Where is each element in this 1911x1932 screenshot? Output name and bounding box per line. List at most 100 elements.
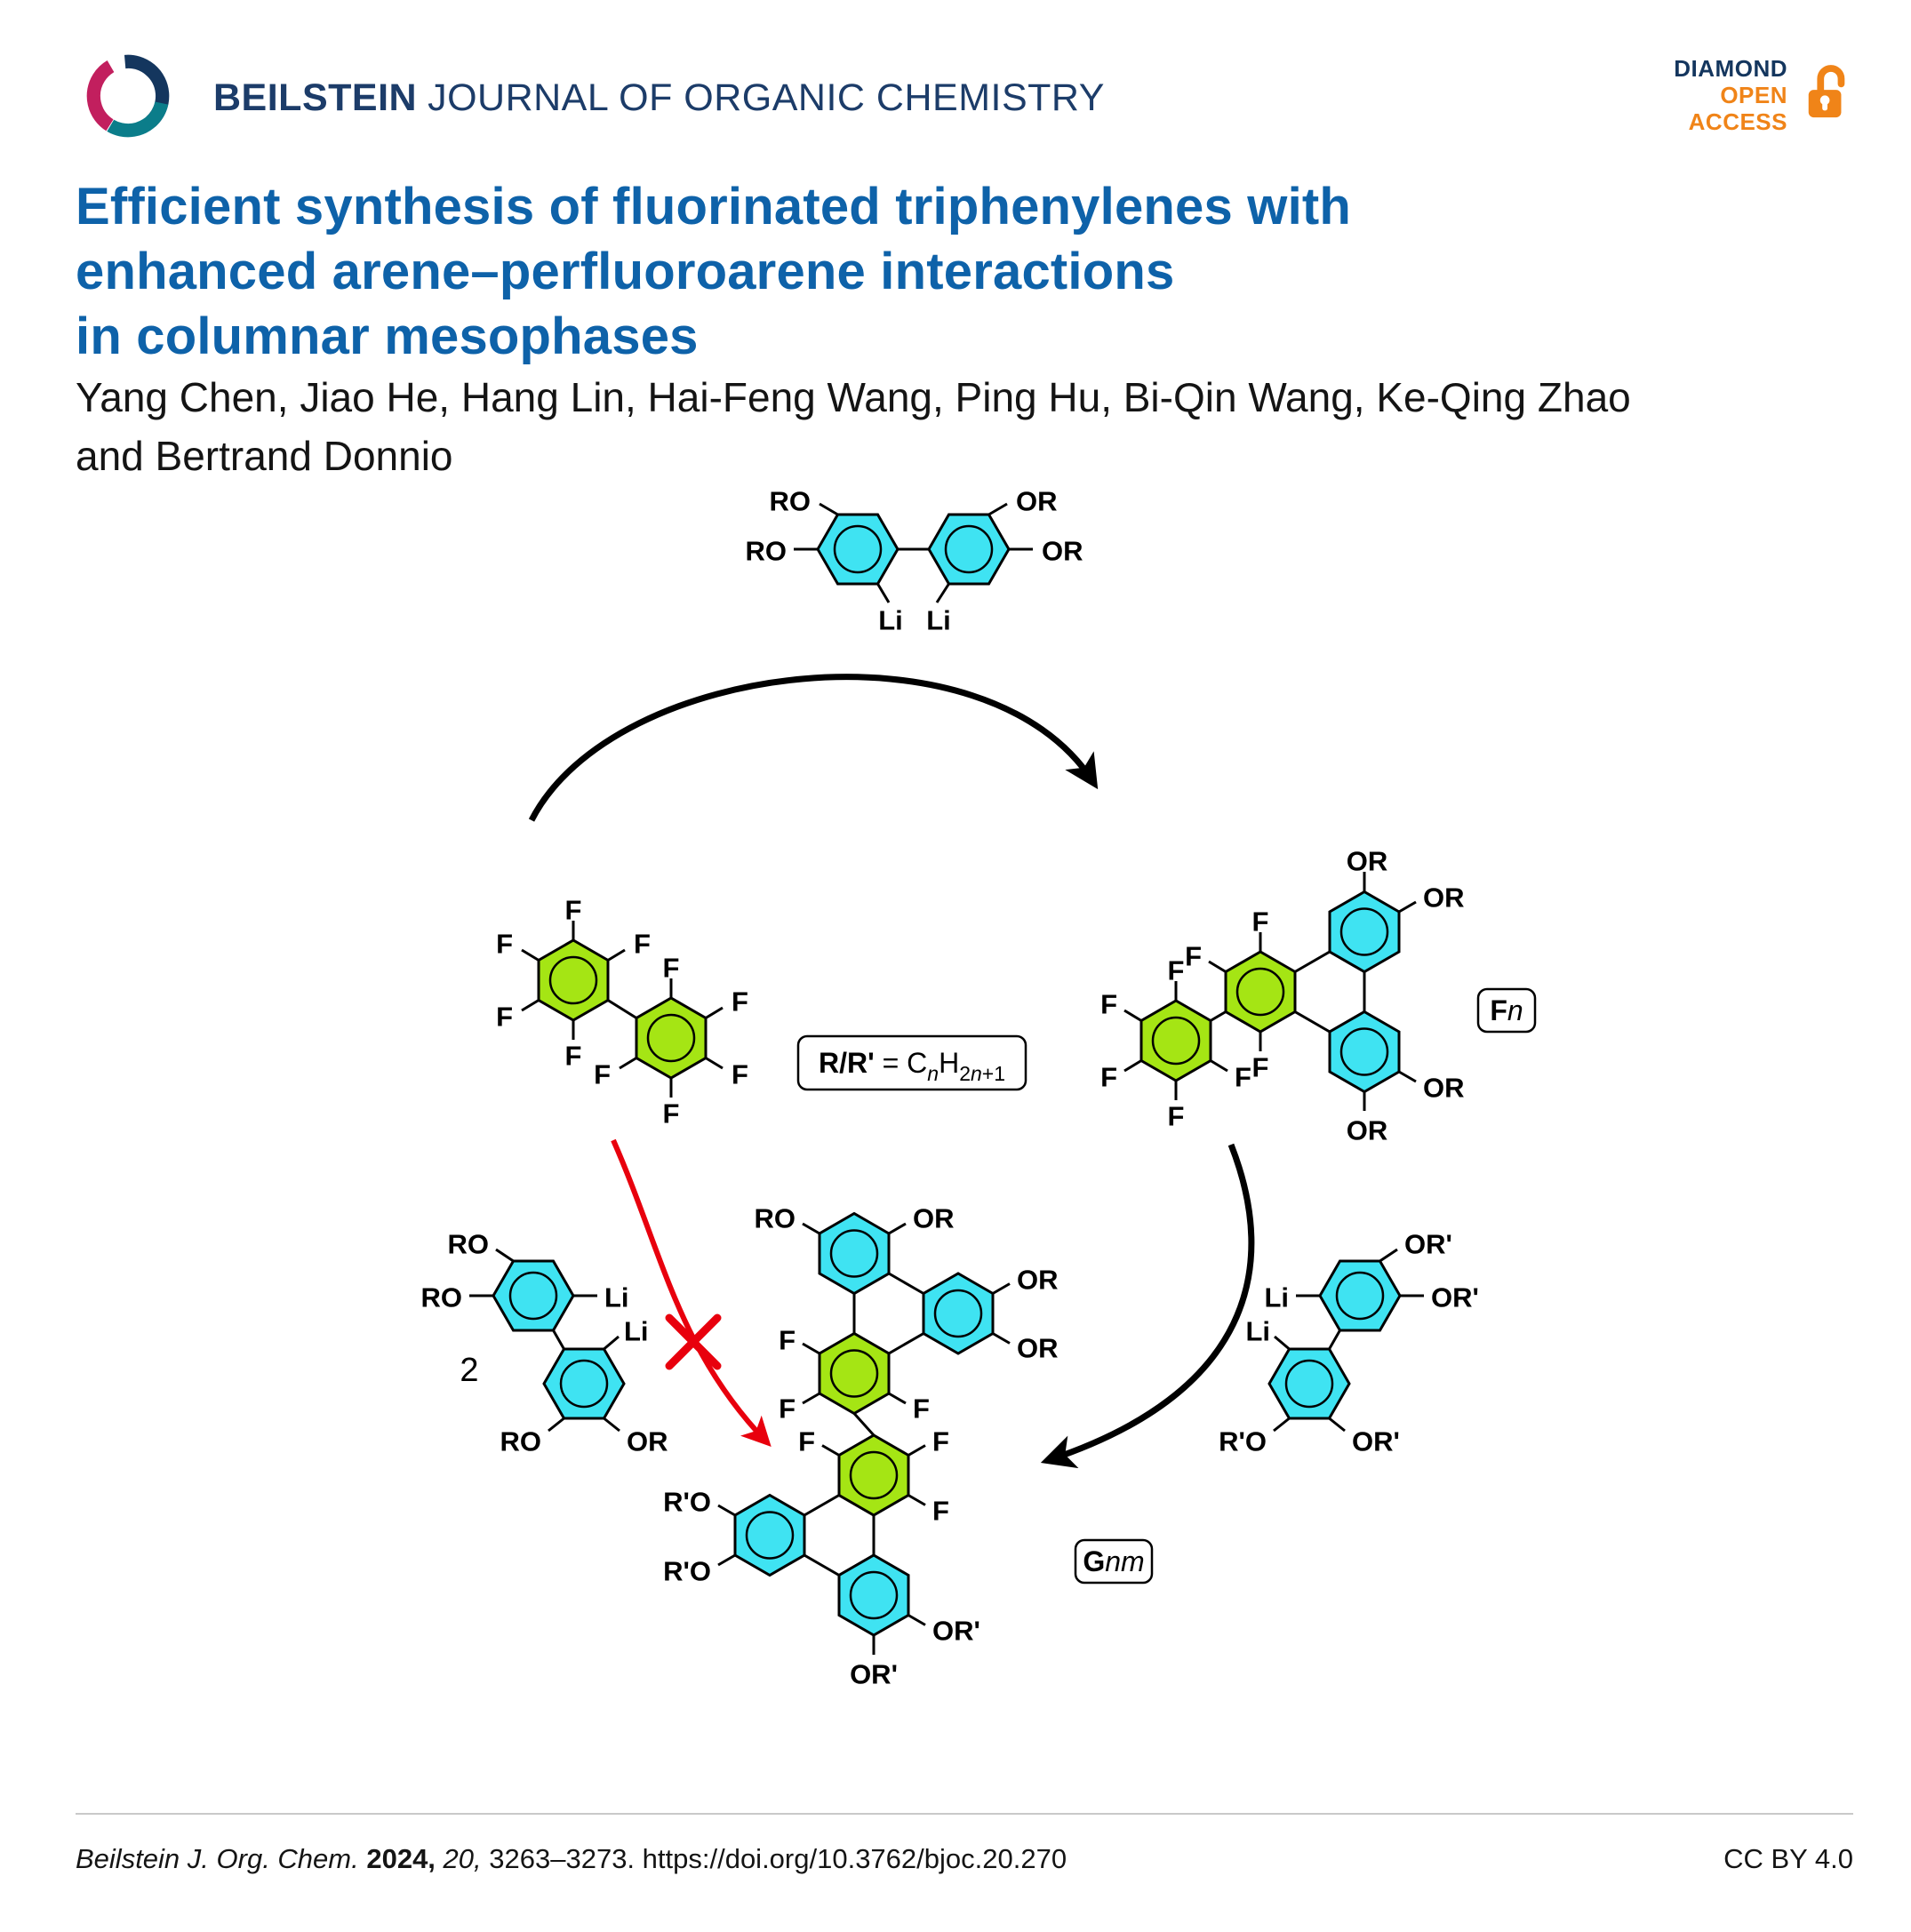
atom-label: F [932, 1496, 949, 1527]
reaction-arrow [528, 674, 1099, 822]
atom-label: F [1100, 989, 1117, 1020]
atom-label: OR' [1352, 1426, 1400, 1457]
atom-label: 2 [460, 1352, 478, 1389]
label-box-text: Gnm [1083, 1545, 1144, 1577]
badge-access-label: ACCESS [1688, 108, 1787, 135]
bond [1274, 1335, 1291, 1351]
bond [1208, 960, 1227, 973]
atom-label: F [663, 1098, 680, 1130]
author-list: Yang Chen, Jiao He, Hang Lin, Hai-Feng W… [76, 368, 1631, 485]
bond [619, 1057, 637, 1070]
citation-pages-doi: 3263–3273. https://doi.org/10.3762/bjoc.… [489, 1843, 1067, 1874]
bond [802, 1392, 820, 1405]
atom-label: F [779, 1325, 796, 1356]
open-access-badge-text: DIAMOND OPEN ACCESS [1674, 55, 1787, 135]
atom-label: F [932, 1426, 949, 1457]
footer-divider [76, 1813, 1853, 1815]
atom-label: F [913, 1393, 930, 1425]
atom-label: Li [604, 1282, 629, 1313]
label-box [1476, 987, 1537, 1034]
aromatic-circle [745, 1511, 795, 1560]
bond [876, 583, 891, 603]
benzene-ring [837, 1433, 910, 1517]
bond [852, 1412, 876, 1437]
label-box-text: Fn [1490, 994, 1523, 1026]
benzene-ring [837, 1553, 910, 1637]
benzene-ring [492, 1259, 575, 1332]
aromatic-circle [559, 1359, 609, 1409]
atom-label: RO [448, 1229, 490, 1260]
atom-label: OR' [1431, 1282, 1479, 1313]
label-box-text: R/R' = CnH2n+1 [819, 1047, 1005, 1085]
label-box [1074, 1538, 1154, 1585]
atom-label: F [1168, 955, 1185, 986]
badge-diamond-label: DIAMOND [1674, 55, 1787, 82]
title-line-2: enhanced arene–perfluoroarene interactio… [76, 243, 1175, 300]
badge-open-label: OPEN [1720, 82, 1787, 108]
atom-label: OR [1347, 846, 1388, 877]
bond [521, 999, 540, 1012]
reaction-arrow [611, 1138, 772, 1447]
bond [819, 502, 839, 516]
atom-label: F [1252, 1052, 1269, 1083]
citation-volume: 20, [443, 1843, 490, 1874]
atom-label: Li [624, 1316, 649, 1347]
atom-label: OR [1016, 486, 1058, 517]
aromatic-circle [833, 524, 883, 574]
bond [1328, 1417, 1346, 1433]
bond [705, 1006, 724, 1019]
benzene-ring [1328, 1010, 1401, 1094]
atom-label: F [496, 929, 513, 960]
atom-label: F [1252, 906, 1269, 938]
atom-label: Li [926, 605, 951, 636]
open-access-lock-icon [1802, 60, 1853, 131]
bond [1210, 1059, 1228, 1073]
label-box [796, 1034, 1027, 1091]
benzene-ring [818, 1331, 891, 1416]
bond [992, 1282, 1011, 1295]
authors-line-1: Yang Chen, Jiao He, Hang Lin, Hai-Feng W… [76, 374, 1631, 420]
atom-label: OR [913, 1203, 955, 1234]
benzene-ring [1139, 999, 1212, 1082]
bond [1398, 1070, 1417, 1083]
bond [1398, 900, 1417, 914]
bond [552, 1329, 565, 1350]
journal-name-rest: JOURNAL OF ORGANIC CHEMISTRY [428, 76, 1105, 119]
atom-label: R'O [663, 1556, 711, 1587]
bond [908, 1444, 926, 1457]
benzene-ring [635, 996, 708, 1080]
journal-name-bold: BEILSTEIN [213, 76, 418, 119]
bond [987, 502, 1008, 516]
atom-label: F [732, 986, 748, 1018]
aromatic-circle [829, 1349, 879, 1398]
atom-label: RO [755, 1203, 796, 1234]
bond [992, 1332, 1011, 1345]
bond [1123, 1009, 1142, 1022]
authors-line-2: and Bertrand Donnio [76, 433, 453, 479]
title-line-3: in columnar mesophases [76, 307, 699, 365]
benzene-ring [1328, 890, 1401, 974]
atom-label: F [732, 1059, 748, 1090]
bond [603, 1335, 620, 1351]
aromatic-circle [1151, 1016, 1201, 1066]
atom-label: RO [421, 1282, 463, 1313]
aromatic-circle [849, 1570, 899, 1620]
aromatic-circle [1284, 1359, 1334, 1409]
bond [717, 1504, 736, 1517]
benzene-ring [922, 1272, 995, 1355]
atom-label: OR' [932, 1616, 980, 1647]
atom-label: F [798, 1426, 815, 1457]
atom-label: OR' [1404, 1229, 1452, 1260]
aromatic-circle [849, 1450, 899, 1500]
atom-label: OR [1423, 1073, 1465, 1104]
bond [802, 1342, 820, 1355]
cross-mark [665, 1313, 722, 1370]
atom-label: F [565, 1041, 582, 1072]
bond [821, 1444, 840, 1457]
benzene-ring [927, 513, 1011, 586]
aromatic-circle [508, 1271, 558, 1321]
benzene-ring [537, 938, 610, 1022]
